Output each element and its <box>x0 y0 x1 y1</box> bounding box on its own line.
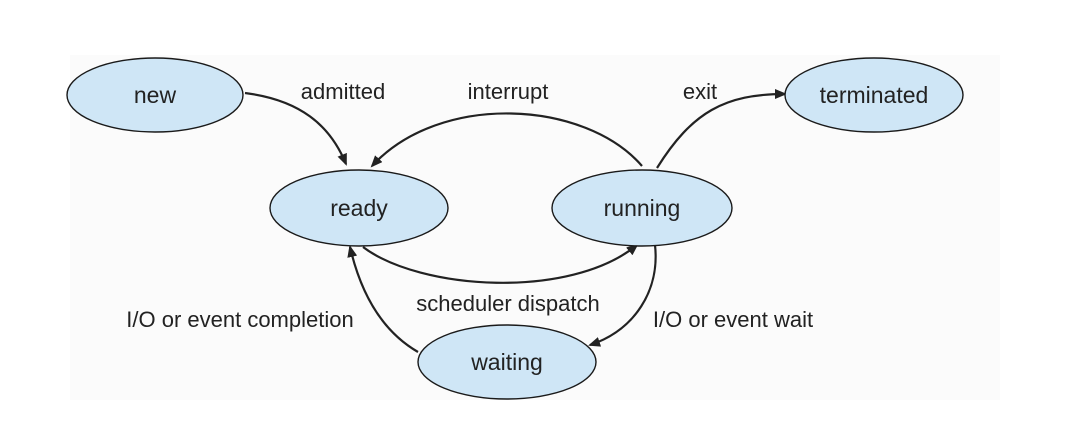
label-interrupt: interrupt <box>468 79 549 104</box>
label-scheduler-dispatch: scheduler dispatch <box>416 291 599 316</box>
state-new-shape <box>66 57 244 133</box>
state-ready: ready <box>269 169 449 247</box>
edge-io-event-completion <box>347 245 419 353</box>
label-admitted: admitted <box>301 79 385 104</box>
state-running-label: running <box>604 195 681 221</box>
state-terminated-label: terminated <box>820 82 929 108</box>
edge-io-event-wait <box>588 244 657 347</box>
state-waiting-label: waiting <box>470 349 543 375</box>
state-running: running <box>551 169 733 247</box>
state-ready-shape <box>269 169 449 247</box>
state-waiting: waiting <box>417 324 597 400</box>
state-new-label: new <box>134 82 177 108</box>
label-exit: exit <box>683 79 717 104</box>
label-io-event-completion: I/O or event completion <box>126 307 353 332</box>
state-ready-label: ready <box>330 195 388 221</box>
edge-admitted <box>244 91 348 166</box>
label-io-event-wait: I/O or event wait <box>653 307 813 332</box>
state-running-shape <box>551 169 733 247</box>
state-terminated-shape <box>784 57 964 133</box>
edge-exit <box>656 89 787 169</box>
state-waiting-shape <box>417 324 597 400</box>
state-terminated: terminated <box>784 57 964 133</box>
state-new: new <box>66 57 244 133</box>
edge-interrupt <box>370 112 643 168</box>
edge-scheduler-dispatch <box>362 243 639 284</box>
